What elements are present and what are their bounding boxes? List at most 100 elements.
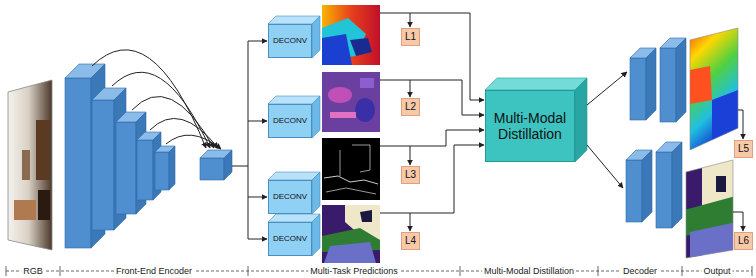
decoder-arrow	[587, 72, 627, 188]
rgb-image	[38, 190, 50, 220]
output-arrow	[738, 110, 743, 139]
rgb-image	[8, 78, 54, 252]
decoder-block	[646, 48, 656, 120]
stage-axis	[682, 266, 683, 276]
output-arrow	[733, 212, 743, 231]
encoder-block	[116, 122, 136, 214]
encoder-block	[155, 152, 169, 190]
rgb-image	[14, 200, 36, 220]
stage-label: RGB	[21, 265, 45, 277]
normal-map	[328, 87, 352, 103]
branch-arrow	[248, 41, 249, 239]
deconv-face	[312, 16, 320, 58]
output-segmentation-map	[716, 176, 726, 192]
output-depth-map	[712, 90, 738, 140]
decoder-block	[656, 152, 672, 228]
encoder-block	[65, 78, 91, 248]
branch-arrow	[248, 239, 267, 240]
node-text: L6	[738, 235, 749, 247]
output-segmentation-map	[684, 158, 736, 260]
stage-label: Multi-Modal Distillation	[482, 265, 576, 277]
loss-box: L3	[401, 166, 420, 184]
node-text: L3	[405, 169, 416, 181]
deconv-face	[268, 96, 320, 104]
segmentation-map	[322, 205, 380, 263]
loss-box: L5	[734, 140, 753, 158]
decoder-arrow	[587, 72, 627, 105]
loss-box: L2	[401, 98, 420, 116]
decoder-block	[660, 48, 676, 122]
stage-axis	[752, 266, 753, 276]
prediction-arrow	[410, 13, 411, 27]
depth-map	[322, 5, 380, 65]
deconv-face	[312, 214, 320, 256]
node-text: DECONV	[273, 116, 307, 125]
encoder-block	[65, 64, 232, 248]
rgb-image	[8, 78, 54, 252]
output-depth-map	[690, 66, 712, 104]
skip-arrow	[112, 72, 210, 148]
normal-map	[330, 112, 356, 118]
rgb-image	[8, 78, 54, 252]
edge-map	[352, 145, 370, 172]
output-depth-map	[688, 26, 740, 152]
node-text: L1	[405, 31, 416, 43]
branch-arrow	[248, 197, 267, 198]
stage-label: Output	[701, 265, 732, 277]
depth-map	[350, 38, 372, 56]
stage-axis	[60, 266, 61, 276]
segmentation-map	[322, 205, 380, 263]
node-text: Multi-Modal Distillation	[490, 110, 570, 142]
normal-map	[322, 72, 380, 132]
edge-map	[322, 138, 380, 200]
output-segmentation-map	[690, 222, 736, 260]
skip-arrow	[92, 50, 206, 148]
encoder-block	[224, 150, 232, 180]
stage-label: Multi-Task Predictions	[308, 265, 400, 277]
prediction-arrow	[380, 13, 484, 100]
depth-map	[322, 5, 380, 65]
decoder-arrow	[587, 145, 623, 188]
stage-label: Decoder	[621, 265, 659, 277]
deconv-face	[268, 172, 320, 180]
encoder-block	[92, 100, 114, 230]
skip-arrow	[132, 96, 214, 148]
output-depth-map	[688, 26, 740, 152]
output-depth-map	[688, 26, 740, 152]
loss-box: L4	[401, 232, 420, 250]
decoder-block	[676, 38, 686, 122]
prediction-arrow	[380, 13, 484, 231]
stage-label: Front-End Encoder	[114, 265, 194, 277]
decoder-block	[626, 160, 642, 222]
prediction-arrow	[380, 130, 484, 146]
stage-axis	[598, 266, 599, 276]
prediction-arrow	[380, 145, 484, 213]
output-segmentation-map	[684, 158, 736, 260]
rgb-image	[22, 150, 30, 180]
normal-map	[360, 78, 374, 88]
distillation-face	[575, 78, 587, 162]
deconv-face	[312, 96, 320, 138]
prediction-arrow	[410, 146, 411, 165]
distillation-face	[485, 78, 587, 162]
decoder-block	[630, 58, 646, 120]
branch-arrow	[232, 166, 248, 167]
decoder-block	[642, 150, 652, 222]
normal-map	[355, 98, 375, 122]
node-text: DECONV	[273, 36, 307, 45]
encoder-block	[169, 146, 175, 190]
output-segmentation-map	[684, 158, 736, 260]
rgb-image	[36, 120, 50, 180]
prediction-arrow	[410, 80, 411, 97]
branch-arrow	[248, 121, 267, 122]
node-text: L5	[738, 143, 749, 155]
node-text: L4	[405, 235, 416, 247]
edge-map	[340, 150, 341, 176]
output-segmentation-map	[686, 160, 733, 258]
stage-axis	[6, 266, 7, 276]
deconv-block: DECONV	[268, 24, 312, 58]
